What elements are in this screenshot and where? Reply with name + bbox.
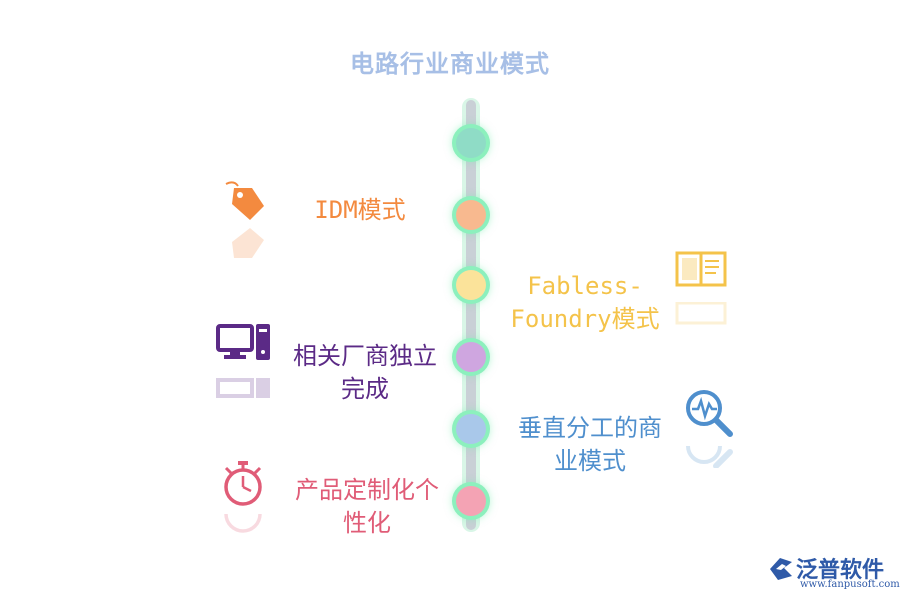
label-independent-line-2: 完成 <box>341 375 389 403</box>
brand-name: 泛普软件 <box>796 558 885 583</box>
label-fabless-foundry: Fabless- Foundry模式 <box>500 270 670 336</box>
fanpu-logo-icon <box>770 558 792 580</box>
label-idm-line-1: IDM模式 <box>314 196 406 224</box>
brand-url: www.fanpusoft.com <box>800 579 900 590</box>
label-vertical-line-1: 垂直分工的商 <box>518 414 662 442</box>
label-independent-line-1: 相关厂商独立 <box>293 342 437 370</box>
label-fabless-line-2: Foundry模式 <box>510 305 660 333</box>
open-book-icon-reflection <box>675 302 727 325</box>
label-vertical: 垂直分工的商 业模式 <box>505 412 675 478</box>
label-custom: 产品定制化个 性化 <box>282 474 452 540</box>
label-independent: 相关厂商独立 完成 <box>280 340 450 406</box>
timeline-node-idm <box>456 200 486 230</box>
computer-icon <box>216 324 270 360</box>
magnifier-pulse-icon-reflection <box>686 445 733 468</box>
label-fabless-line-1: Fabless- <box>527 272 643 300</box>
brand-watermark: 泛普软件 www.fanpusoft.com <box>766 552 900 592</box>
open-book-icon <box>675 251 727 287</box>
computer-icon-reflection <box>216 378 270 398</box>
price-tag-icon-reflection <box>232 228 264 258</box>
timeline-node-custom <box>456 486 486 516</box>
magnifier-pulse-icon <box>686 390 733 437</box>
stopwatch-icon-reflection <box>224 514 262 533</box>
label-custom-line-2: 性化 <box>343 509 391 537</box>
timeline-axis <box>466 100 476 530</box>
timeline-node-vertical <box>456 414 486 444</box>
label-custom-line-1: 产品定制化个 <box>295 476 439 504</box>
timeline-node-top <box>456 128 486 158</box>
timeline-node-independent <box>456 342 486 372</box>
price-tag-icon <box>225 181 264 220</box>
timeline-node-fabless <box>456 270 486 300</box>
stopwatch-icon <box>224 461 262 506</box>
label-vertical-line-2: 业模式 <box>554 447 626 475</box>
diagram-title: 电路行业商业模式 <box>350 50 550 78</box>
label-idm: IDM模式 <box>300 194 420 227</box>
